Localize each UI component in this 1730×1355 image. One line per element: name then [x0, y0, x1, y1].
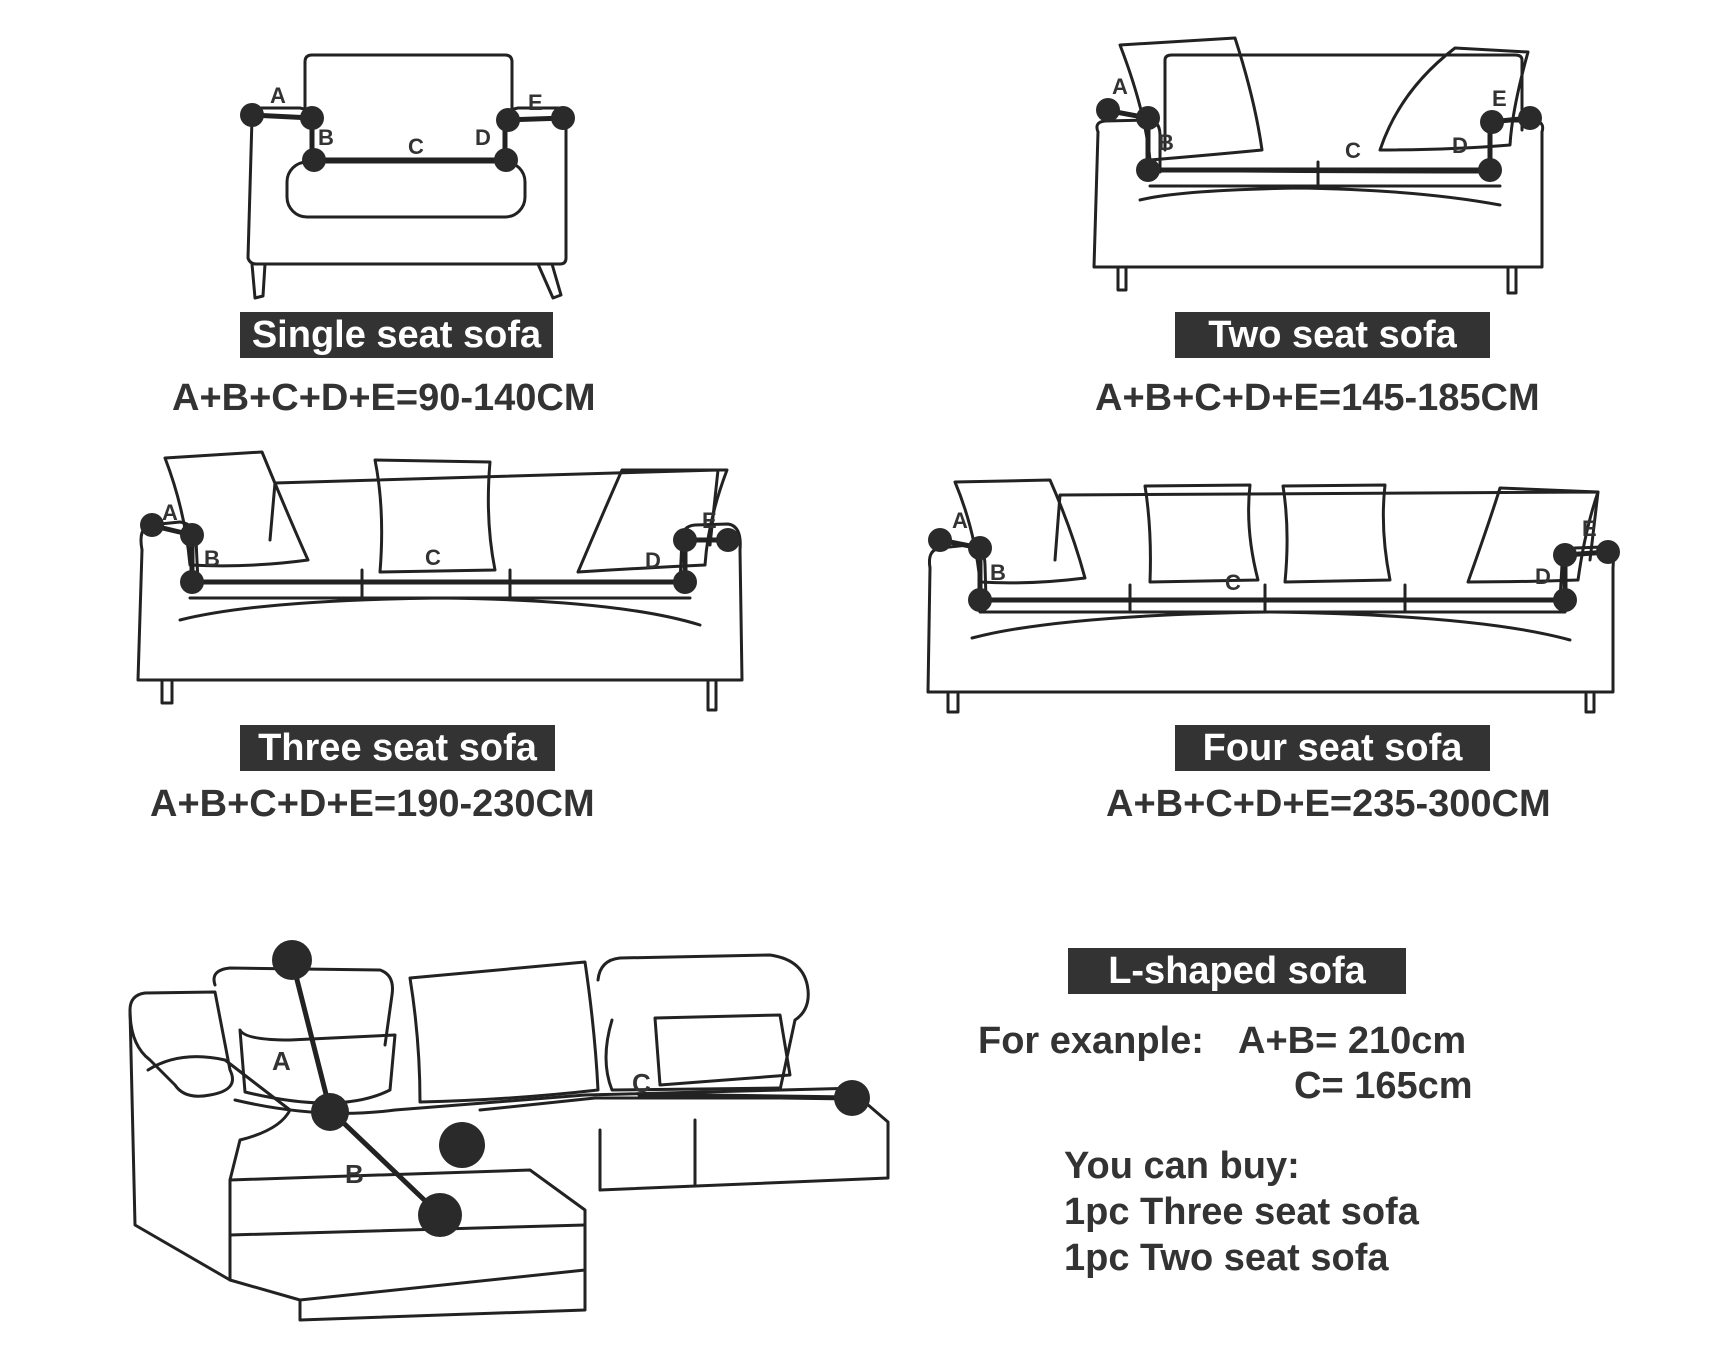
two-point-d-label: D: [1452, 133, 1468, 158]
four-seat-sofa-formula: A+B+C+D+E=235-300CM: [1106, 783, 1551, 825]
buy-item: 1pc Two seat sofa: [1064, 1237, 1389, 1279]
three-point-b-label: B: [204, 546, 220, 571]
measure-points: [140, 98, 1620, 1237]
four-point-b-label: B: [990, 560, 1006, 585]
four-seat-sofa-drawing: [926, 478, 1615, 714]
l-shaped-sofa-drawing: [128, 953, 890, 1322]
example-c-value: C= 165cm: [1294, 1065, 1473, 1107]
single-seat-sofa-formula: A+B+C+D+E=90-140CM: [172, 377, 596, 419]
single-point-a-label: A: [270, 83, 286, 108]
three-seat-sofa-formula: A+B+C+D+E=190-230CM: [150, 783, 595, 825]
l-point-a-label: A: [272, 1046, 291, 1076]
buy-item: 1pc Three seat sofa: [1064, 1191, 1419, 1233]
l-point-b-label: B: [345, 1159, 364, 1189]
l-shaped-sofa-title: L-shaped sofa: [1068, 948, 1406, 994]
example-label: For exanple:: [978, 1020, 1204, 1062]
single-point-e-label: E: [528, 90, 543, 115]
four-point-e-label: E: [1582, 516, 1597, 541]
l-point-c-label: C: [632, 1068, 651, 1098]
single-point-b-label: B: [318, 125, 334, 150]
two-seat-sofa-drawing: [1092, 36, 1545, 295]
four-point-c-label: C: [1225, 570, 1241, 595]
two-point-b-label: B: [1158, 130, 1174, 155]
buy-heading: You can buy:: [1064, 1145, 1300, 1187]
single-point-d-label: D: [475, 125, 491, 150]
three-seat-sofa-drawing: [136, 450, 744, 712]
two-point-a-label: A: [1112, 74, 1128, 99]
four-point-d-label: D: [1535, 564, 1551, 589]
two-seat-sofa-title: Two seat sofa: [1175, 312, 1490, 358]
example-ab-value: A+B= 210cm: [1238, 1020, 1467, 1062]
single-seat-sofa-title: Single seat sofa: [240, 312, 553, 358]
three-point-d-label: D: [645, 548, 661, 573]
three-point-c-label: C: [425, 545, 441, 570]
two-point-c-label: C: [1345, 138, 1361, 163]
two-seat-sofa-formula: A+B+C+D+E=145-185CM: [1095, 377, 1540, 419]
three-point-a-label: A: [162, 500, 178, 525]
two-point-e-label: E: [1492, 86, 1507, 111]
three-point-e-label: E: [702, 508, 717, 533]
single-point-c-label: C: [408, 134, 424, 159]
four-point-a-label: A: [952, 508, 968, 533]
four-seat-sofa-title: Four seat sofa: [1175, 725, 1490, 771]
single-seat-sofa-drawing: [246, 53, 568, 300]
three-seat-sofa-title: Three seat sofa: [240, 725, 555, 771]
